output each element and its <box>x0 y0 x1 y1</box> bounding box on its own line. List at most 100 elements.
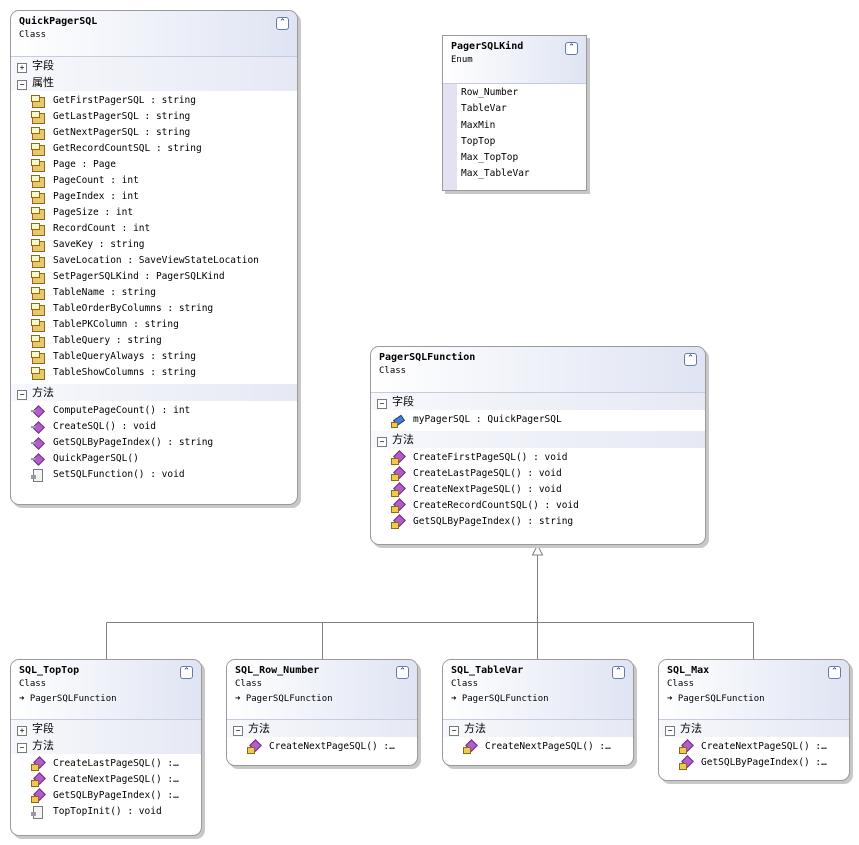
property-item[interactable]: TableName : string <box>11 285 297 301</box>
method-item[interactable]: GetSQLByPageIndex() : string <box>371 514 705 530</box>
property-item[interactable]: GetRecordCountSQL : string <box>11 141 297 157</box>
method-item[interactable]: CreateLastPageSQL() : void <box>371 466 705 482</box>
property-icon <box>31 95 45 108</box>
section-methods[interactable]: −方法 <box>371 431 705 448</box>
enum-value[interactable]: Max_TableVar <box>461 168 530 180</box>
section-methods[interactable]: −方法 <box>11 384 297 401</box>
method-item[interactable]: CreateRecordCountSQL() : void <box>371 498 705 514</box>
class-box-sql-toptop[interactable]: SQL_TopTop Class ➜ PagerSQLFunction ⌃ +字… <box>10 659 202 836</box>
property-icon <box>31 111 45 124</box>
property-item[interactable]: PageSize : int <box>11 205 297 221</box>
class-box-sql-max[interactable]: SQL_Max Class ➜ PagerSQLFunction ⌃ −方法 C… <box>658 659 850 781</box>
collapse-toggle-icon[interactable]: − <box>377 437 387 447</box>
expand-toggle-icon[interactable]: + <box>17 63 27 73</box>
method-item[interactable]: CreateNextPageSQL() :… <box>659 739 849 755</box>
enum-box-pagersqlkind[interactable]: PagerSQLKind Enum ⌃ Row_Number TableVar … <box>442 35 587 191</box>
class-kind: Class <box>667 679 695 689</box>
method-item[interactable]: ComputePageCount() : int <box>11 403 297 419</box>
method-item[interactable]: GetSQLByPageIndex() : string <box>11 435 297 451</box>
section-fields[interactable]: −字段 <box>371 393 705 410</box>
method-item[interactable]: CreateNextPageSQL() :… <box>11 772 201 788</box>
collapse-toggle-icon[interactable]: − <box>233 726 243 736</box>
section-fields[interactable]: +字段 <box>11 720 201 737</box>
field-item[interactable]: myPagerSQL : QuickPagerSQL <box>371 412 705 428</box>
class-box-pagersqlfunction[interactable]: PagerSQLFunction Class ⌃ −字段 myPagerSQL … <box>370 346 706 545</box>
property-item[interactable]: GetNextPagerSQL : string <box>11 125 297 141</box>
property-item[interactable]: TableQuery : string <box>11 333 297 349</box>
property-item[interactable]: TablePKColumn : string <box>11 317 297 333</box>
class-box-sql-row-number[interactable]: SQL_Row_Number Class ➜ PagerSQLFunction … <box>226 659 418 766</box>
section-methods[interactable]: −方法 <box>227 720 417 737</box>
method-item[interactable]: CreateNextPageSQL() :… <box>443 739 633 755</box>
property-item[interactable]: PageCount : int <box>11 173 297 189</box>
section-properties[interactable]: −属性 <box>11 74 297 91</box>
class-header: PagerSQLFunction Class ⌃ <box>371 347 705 393</box>
collapse-button[interactable]: ⌃ <box>828 666 841 679</box>
collapse-button[interactable]: ⌃ <box>565 42 578 55</box>
property-item[interactable]: GetFirstPagerSQL : string <box>11 93 297 109</box>
section-methods[interactable]: −方法 <box>659 720 849 737</box>
property-item[interactable]: SaveKey : string <box>11 237 297 253</box>
enum-value[interactable]: MaxMin <box>461 119 496 131</box>
method-icon <box>31 453 45 465</box>
collapse-button[interactable]: ⌃ <box>180 666 193 679</box>
property-item[interactable]: TableShowColumns : string <box>11 365 297 381</box>
protected-method-icon <box>679 741 693 754</box>
class-name: SQL_TopTop <box>19 665 80 676</box>
section-methods[interactable]: −方法 <box>443 720 633 737</box>
method-item[interactable]: QuickPagerSQL() <box>11 451 297 467</box>
method-item[interactable]: CreateSQL() : void <box>11 419 297 435</box>
property-icon <box>31 175 45 188</box>
class-box-sql-tablevar[interactable]: SQL_TableVar Class ➜ PagerSQLFunction ⌃ … <box>442 659 634 766</box>
method-item[interactable]: TopTopInit() : void <box>11 804 201 820</box>
method-item[interactable]: GetSQLByPageIndex() :… <box>659 755 849 771</box>
class-kind: Class <box>19 679 47 689</box>
protected-method-icon <box>31 758 45 771</box>
expand-toggle-icon[interactable]: + <box>17 726 27 736</box>
property-item[interactable]: SetPagerSQLKind : PagerSQLKind <box>11 269 297 285</box>
collapse-button[interactable]: ⌃ <box>612 666 625 679</box>
method-item[interactable]: CreateLastPageSQL() :… <box>11 756 201 772</box>
class-box-quickpagersql[interactable]: QuickPagerSQL Class ⌃ +字段 −属性 GetFirstPa… <box>10 10 298 505</box>
class-kind: Class <box>451 679 479 689</box>
enum-value[interactable]: TopTop <box>461 135 496 147</box>
collapse-toggle-icon[interactable]: − <box>449 726 459 736</box>
collapse-button[interactable]: ⌃ <box>684 353 697 366</box>
class-name: SQL_Max <box>667 665 710 676</box>
method-item[interactable]: SetSQLFunction() : void <box>11 467 297 483</box>
method-list: CreateNextPageSQL() :… <box>443 737 633 758</box>
property-item[interactable]: TableQueryAlways : string <box>11 349 297 365</box>
collapse-toggle-icon[interactable]: − <box>665 726 675 736</box>
property-item[interactable]: TableOrderByColumns : string <box>11 301 297 317</box>
property-icon <box>31 191 45 204</box>
section-methods[interactable]: −方法 <box>11 737 201 754</box>
property-item[interactable]: GetLastPagerSQL : string <box>11 109 297 125</box>
property-item[interactable]: RecordCount : int <box>11 221 297 237</box>
method-item[interactable]: CreateFirstPageSQL() : void <box>371 450 705 466</box>
enum-value[interactable]: Max_TopTop <box>461 152 519 164</box>
method-item[interactable]: CreateNextPageSQL() :… <box>227 739 417 755</box>
method-item[interactable]: CreateNextPageSQL() : void <box>371 482 705 498</box>
inheritance-arrowhead <box>531 543 544 556</box>
section-fields[interactable]: +字段 <box>11 57 297 74</box>
enum-header: PagerSQLKind Enum ⌃ <box>443 36 586 84</box>
enum-value[interactable]: TableVar <box>461 103 507 115</box>
class-kind: Class <box>379 366 407 376</box>
enum-value[interactable]: Row_Number <box>461 87 519 98</box>
collapse-button[interactable]: ⌃ <box>276 17 289 30</box>
property-item[interactable]: SaveLocation : SaveViewStateLocation <box>11 253 297 269</box>
collapse-toggle-icon[interactable]: − <box>17 80 27 90</box>
method-item[interactable]: GetSQLByPageIndex() :… <box>11 788 201 804</box>
collapse-toggle-icon[interactable]: − <box>377 399 387 409</box>
property-icon <box>31 303 45 316</box>
class-header: QuickPagerSQL Class ⌃ <box>11 11 297 57</box>
property-item[interactable]: PageIndex : int <box>11 189 297 205</box>
collapse-toggle-icon[interactable]: − <box>17 743 27 753</box>
property-item[interactable]: Page : Page <box>11 157 297 173</box>
property-icon <box>31 207 45 220</box>
collapse-button[interactable]: ⌃ <box>396 666 409 679</box>
enum-values: Row_Number TableVar MaxMin TopTop Max_To… <box>443 84 586 190</box>
collapse-toggle-icon[interactable]: − <box>17 390 27 400</box>
protected-method-icon <box>31 790 45 803</box>
